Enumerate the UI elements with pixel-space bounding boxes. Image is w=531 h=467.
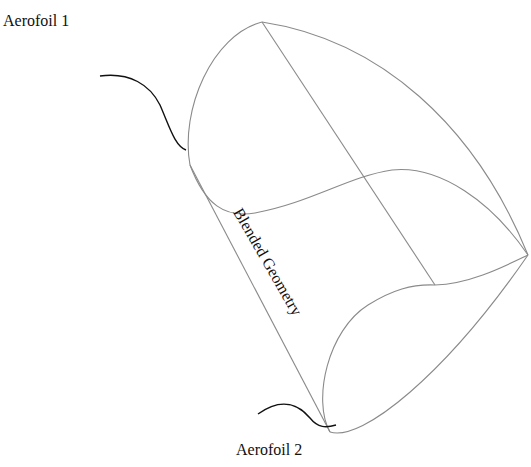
leader-squiggle [100, 75, 186, 150]
leading-edge-line [190, 165, 330, 432]
aerofoil-2-lower [330, 255, 528, 433]
aerofoil-1-leading-edge [188, 22, 262, 165]
leader-squiggle [258, 404, 336, 427]
part-label: Aerofoil 1 [3, 12, 69, 30]
part-label: Aerofoil 2 [236, 441, 302, 459]
chord-line [262, 22, 435, 285]
upper-silhouette [262, 22, 528, 255]
aerofoil-2-upper [323, 255, 528, 432]
